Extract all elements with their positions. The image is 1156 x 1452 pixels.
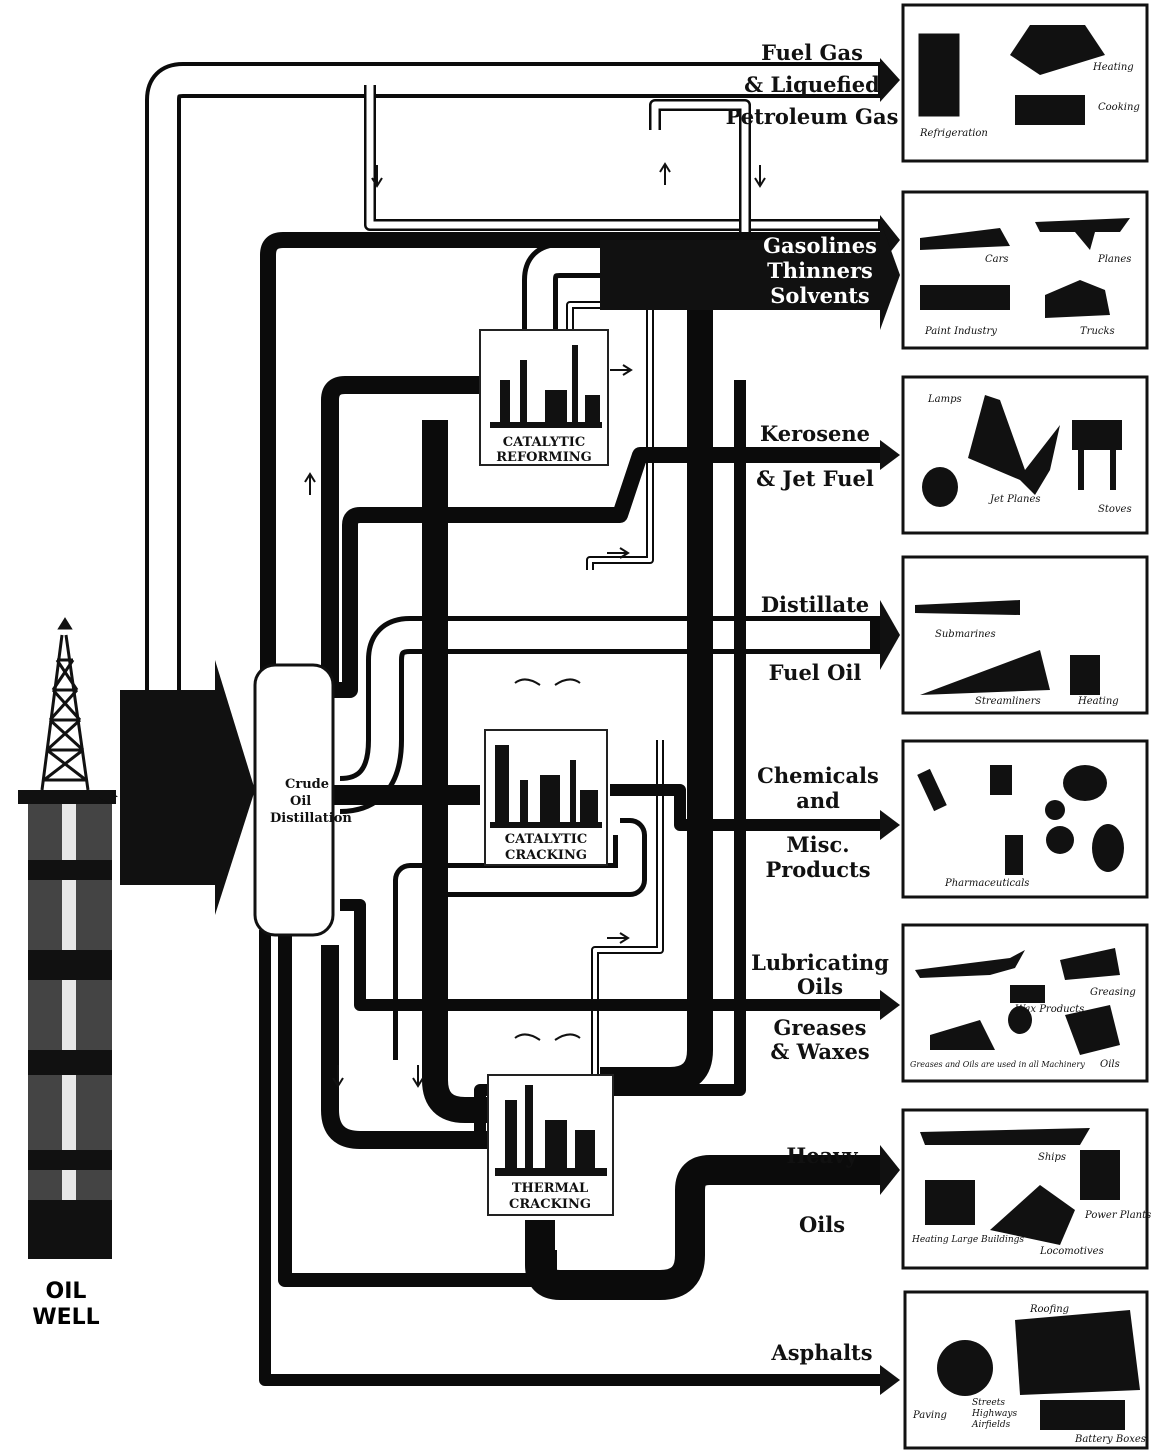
lamp-icon	[922, 467, 958, 507]
svg-text:CATALYTIC: CATALYTIC	[505, 832, 587, 847]
oil-well: OIL WELL	[18, 620, 118, 1330]
svg-text:Streets: Streets	[972, 1398, 1005, 1408]
svg-text:Planes: Planes	[1097, 254, 1131, 265]
svg-text:Streamliners: Streamliners	[975, 696, 1041, 707]
svg-text:CRACKING: CRACKING	[505, 848, 587, 863]
svg-text:Misc.: Misc.	[786, 832, 849, 857]
flask-icon	[1005, 835, 1023, 875]
svg-text:CATALYTIC: CATALYTIC	[503, 435, 585, 450]
svg-text:Heating: Heating	[1077, 696, 1119, 707]
battery-box-icon	[1040, 1400, 1125, 1430]
svg-text:Airfields: Airfields	[971, 1420, 1011, 1430]
building-icon	[925, 1180, 975, 1225]
svg-text:Fuel Oil: Fuel Oil	[769, 660, 862, 685]
svg-text:CRACKING: CRACKING	[509, 1197, 591, 1212]
use-box-fuel-gas: Refrigeration Heating Cooking	[903, 5, 1147, 161]
svg-text:WELL: WELL	[32, 1305, 99, 1330]
svg-text:& Jet Fuel: & Jet Fuel	[756, 466, 874, 491]
product-label: Lubricating	[751, 950, 889, 975]
heater-icon	[1070, 655, 1100, 695]
svg-text:Pharmaceuticals: Pharmaceuticals	[944, 878, 1029, 889]
svg-text:& Liquefied: & Liquefied	[744, 72, 880, 97]
product-label: Heavy	[786, 1143, 858, 1168]
use-box-distillate: Submarines Streamliners Heating	[903, 557, 1147, 713]
svg-text:Highways: Highways	[971, 1409, 1017, 1419]
svg-text:and: and	[796, 788, 840, 813]
svg-text:Trucks: Trucks	[1080, 326, 1115, 337]
svg-text:Battery Boxes: Battery Boxes	[1074, 1434, 1146, 1445]
svg-text:Refrigeration: Refrigeration	[919, 128, 988, 139]
svg-text:Ships: Ships	[1038, 1152, 1066, 1163]
svg-text:Stoves: Stoves	[1098, 504, 1132, 515]
svg-text:Cars: Cars	[985, 254, 1009, 265]
unit-catalytic-cracking: CATALYTIC CRACKING	[485, 730, 607, 865]
wax-products-icon	[1010, 985, 1045, 1003]
svg-text:Wax Products: Wax Products	[1015, 1004, 1084, 1015]
svg-text:Paint Industry: Paint Industry	[924, 326, 997, 337]
svg-text:REFORMING: REFORMING	[496, 450, 592, 465]
svg-text:Solvents: Solvents	[770, 283, 870, 308]
unit-thermal-cracking: THERMAL CRACKING	[488, 1075, 613, 1215]
svg-text:Jet Planes: Jet Planes	[988, 494, 1041, 505]
stove-icon	[1015, 95, 1085, 125]
svg-text:Oils: Oils	[799, 1212, 845, 1237]
product-label: Fuel Gas	[761, 40, 863, 65]
derrick-icon	[42, 620, 88, 790]
product-label: Chemicals	[757, 763, 879, 788]
svg-text:Power Plants: Power Plants	[1084, 1210, 1151, 1221]
svg-text:Locomotives: Locomotives	[1039, 1246, 1104, 1257]
svg-text:Submarines: Submarines	[935, 629, 996, 640]
distillation-label: Crude	[285, 777, 329, 792]
use-box-kerosene: Lamps Jet Planes Stoves	[903, 377, 1147, 533]
svg-text:Greases: Greases	[774, 1015, 867, 1040]
product-label: Asphalts	[770, 1340, 872, 1365]
product-label: Kerosene	[760, 421, 870, 446]
svg-text:& Waxes: & Waxes	[770, 1039, 869, 1064]
use-box-chemicals: Pharmaceuticals	[903, 741, 1147, 897]
svg-text:Paving: Paving	[912, 1410, 947, 1421]
svg-text:Distillation: Distillation	[270, 811, 352, 826]
svg-text:Heating: Heating	[1092, 62, 1134, 73]
svg-text:Oil: Oil	[290, 794, 311, 809]
svg-text:THERMAL: THERMAL	[512, 1181, 588, 1196]
product-label: Distillate	[761, 592, 869, 617]
crude-input-arrow	[120, 660, 255, 915]
svg-text:Oils: Oils	[797, 974, 843, 999]
use-box-lubricating: Wax Products Greasing Greases and Oils a…	[903, 925, 1147, 1081]
power-plant-icon	[1080, 1150, 1120, 1200]
tire-icon	[1092, 824, 1124, 872]
roof-icon	[1015, 1310, 1140, 1395]
svg-text:Lamps: Lamps	[927, 394, 962, 405]
can-icon	[990, 765, 1012, 795]
use-box-heavy-oils: Ships Heating Large Buildings Power Plan…	[903, 1110, 1151, 1268]
svg-text:Oils: Oils	[1100, 1059, 1120, 1070]
svg-text:Greasing: Greasing	[1090, 987, 1136, 998]
stove-icon	[1072, 420, 1122, 450]
roller-icon	[937, 1340, 993, 1396]
svg-text:Petroleum Gas: Petroleum Gas	[726, 104, 899, 129]
factory-icon	[920, 285, 1010, 310]
use-box-gasolines: Cars Planes Paint Industry Trucks	[903, 192, 1147, 348]
use-box-asphalts: Roofing Paving Streets Highways Airfield…	[905, 1292, 1147, 1448]
svg-text:Heating Large Buildings: Heating Large Buildings	[911, 1235, 1024, 1245]
svg-text:Thinners: Thinners	[767, 258, 873, 283]
unit-catalytic-reforming: CATALYTIC REFORMING	[480, 330, 608, 465]
oil-well-label: OIL	[46, 1279, 87, 1304]
product-label: Gasolines	[763, 233, 877, 258]
svg-text:Roofing: Roofing	[1029, 1304, 1069, 1315]
svg-text:Products: Products	[765, 857, 870, 882]
svg-text:Greases and Oils are used in a: Greases and Oils are used in all Machine…	[910, 1060, 1085, 1069]
bucket-icon	[1063, 765, 1107, 801]
svg-text:Cooking: Cooking	[1098, 102, 1140, 113]
